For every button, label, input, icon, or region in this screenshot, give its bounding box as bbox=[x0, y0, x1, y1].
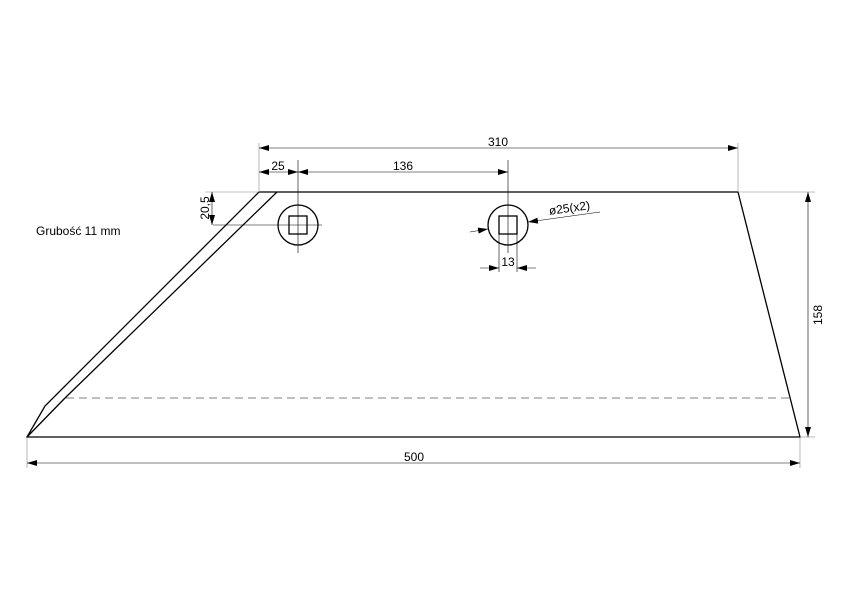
dim-136-label: 136 bbox=[393, 159, 413, 173]
dim-20-5-label: 20,5 bbox=[198, 196, 212, 220]
thickness-note: Grubość 11 mm bbox=[36, 224, 120, 238]
dim-158-label: 158 bbox=[811, 305, 825, 325]
hole-left bbox=[213, 160, 322, 253]
dim-13: 13 bbox=[480, 255, 536, 271]
dim-25: 25 bbox=[259, 159, 298, 175]
dim-158: 158 bbox=[805, 192, 825, 437]
dim-310: 310 bbox=[259, 135, 738, 151]
dim-diameter-label: ø25(x2) bbox=[548, 198, 591, 218]
extension-lines bbox=[26, 143, 815, 468]
dim-diameter: ø25(x2) bbox=[469, 198, 601, 234]
dim-500-label: 500 bbox=[404, 450, 424, 464]
dim-500: 500 bbox=[27, 450, 800, 466]
dim-25-label: 25 bbox=[271, 159, 285, 173]
dim-20-5: 20,5 bbox=[198, 192, 215, 225]
hole-right bbox=[487, 160, 529, 272]
blade-outline bbox=[25, 191, 801, 438]
dim-13-label: 13 bbox=[501, 255, 515, 269]
dim-310-label: 310 bbox=[488, 135, 508, 149]
dim-136: 136 bbox=[298, 159, 508, 175]
